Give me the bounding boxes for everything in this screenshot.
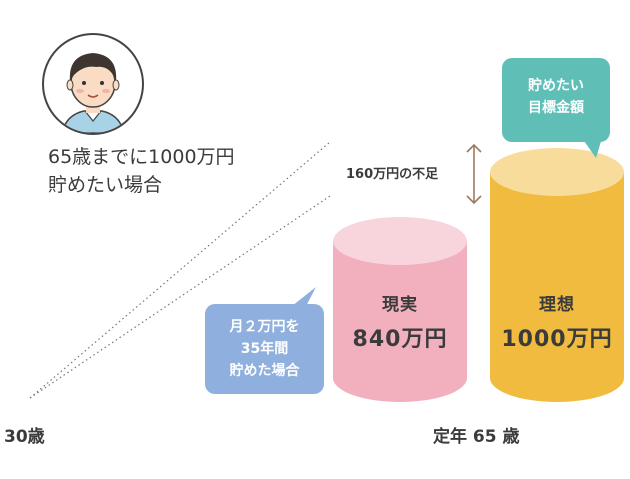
caption-line-2: 貯めたい場合 (48, 174, 163, 196)
current-cylinder-text: 現実 840万円 (333, 290, 467, 353)
current-title: 現実 (382, 295, 418, 315)
goal-bubble-text: 貯めたい 目標金額 (502, 75, 610, 119)
growth-line-upper (29, 141, 331, 399)
ideal-cylinder-text: 理想 1000万円 (490, 290, 624, 353)
ideal-title: 理想 (539, 295, 575, 315)
start-age-label: 30歳 (4, 427, 45, 447)
growth-line-lower (29, 195, 331, 399)
caption-line-1: 65歳までに1000万円 (48, 146, 235, 168)
savings-bubble-text: 月２万円を 35年間 貯めた場合 (205, 316, 324, 382)
current-value: 840万円 (352, 327, 448, 352)
goal-bubble (502, 58, 610, 158)
goal-line-1: 貯めたい (528, 78, 584, 94)
current-cylinder (333, 217, 467, 402)
ideal-value: 1000万円 (501, 327, 613, 352)
double-arrow-icon (466, 143, 482, 205)
shortfall-label: 160万円の不足 (346, 167, 439, 182)
savings-line-2: 35年間 (240, 341, 289, 357)
savings-line-3: 貯めた場合 (229, 363, 300, 379)
retirement-age-label: 定年 65 歳 (433, 427, 520, 447)
savings-bubble (205, 287, 324, 394)
person-avatar-icon (42, 33, 144, 135)
savings-line-1: 月２万円を (229, 319, 300, 335)
ideal-cylinder (490, 148, 624, 402)
goal-line-2: 目標金額 (528, 100, 584, 116)
scenario-caption: 65歳までに1000万円 貯めたい場合 (48, 143, 235, 199)
